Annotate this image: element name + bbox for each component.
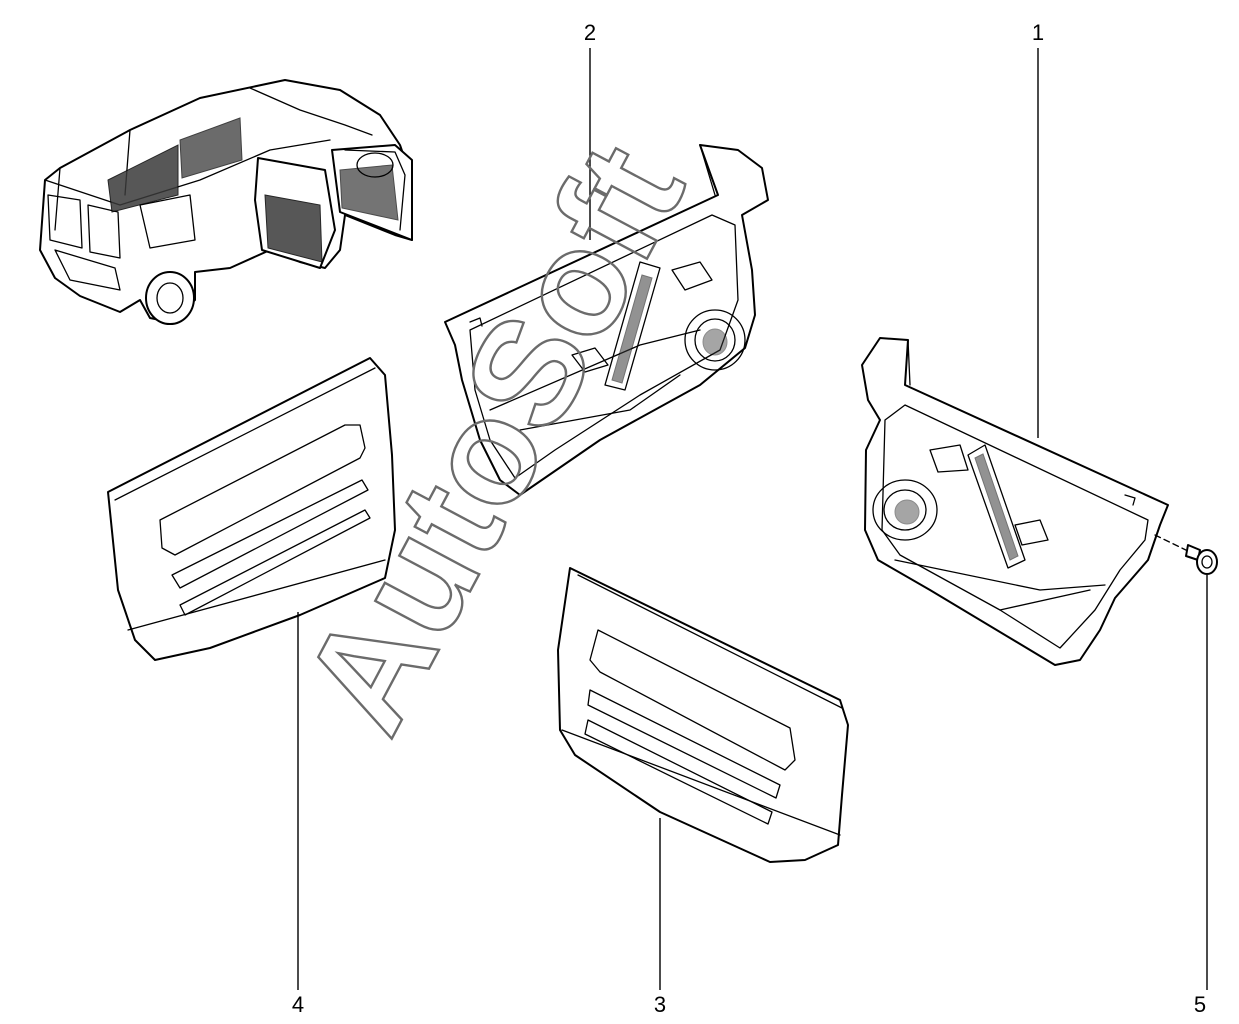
callout-1: 1: [1032, 20, 1044, 45]
callout-labels: 1 2 3 4 5: [292, 20, 1206, 1017]
front-door-trim-right: [861, 337, 1169, 666]
front-door-trim-left: [444, 144, 769, 496]
vehicle-overview: [39, 79, 413, 325]
trim-clip: [1154, 534, 1218, 575]
rear-door-trim-left: [107, 357, 396, 661]
callout-3: 3: [654, 992, 666, 1017]
leader-lines: [297, 48, 1208, 990]
rear-door-trim-right: [557, 567, 849, 863]
callout-5: 5: [1194, 992, 1206, 1017]
callout-4: 4: [292, 992, 304, 1017]
callout-2: 2: [584, 20, 596, 45]
